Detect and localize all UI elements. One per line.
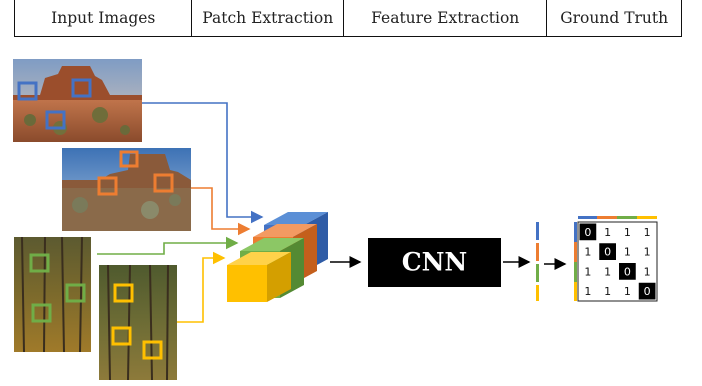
matrix-cell-value: 1 [624, 226, 631, 239]
matrix-cell-value: 0 [604, 246, 611, 259]
patch-blue-2 [71, 78, 92, 98]
patch-green-2 [65, 283, 86, 303]
matrix-top-bar-yellow [637, 216, 657, 219]
patch-yellow-3 [142, 340, 163, 360]
matrix-cell-value: 1 [584, 265, 591, 278]
matrix-side-bar-yellow [574, 282, 577, 301]
feature-cube-yellow [227, 252, 291, 302]
feature-bar-yellow [536, 285, 539, 301]
feature-bar-green [536, 264, 539, 282]
matrix-cell-value: 1 [624, 285, 631, 298]
patch-orange-1 [119, 150, 139, 168]
matrix-diagonal-cell [579, 223, 597, 241]
patch-green-1 [29, 253, 50, 273]
patch-orange-3 [153, 173, 174, 193]
matrix-top-bar-green [617, 216, 637, 219]
cnn-box [368, 238, 501, 287]
matrix-cell-value: 1 [644, 246, 651, 259]
forest-photo-1 [14, 236, 91, 353]
matrix-side-bar-blue [574, 222, 577, 242]
matrix-cell-value: 1 [604, 285, 611, 298]
patch-blue-3 [45, 110, 66, 130]
matrix-cell-value: 1 [604, 226, 611, 239]
matrix-side-bar-green [574, 262, 577, 282]
feature-bar-orange [536, 243, 539, 261]
matrix-cell-value: 0 [584, 226, 591, 239]
header-ground-truth: Ground Truth [560, 9, 669, 27]
matrix-top-bar-orange [597, 216, 617, 219]
matrix-cell-value: 1 [644, 226, 651, 239]
header-input-images: Input Images [15, 0, 193, 36]
matrix-cell-value: 1 [644, 265, 651, 278]
matrix-top-bar-blue [578, 216, 597, 219]
desert-mesa-photo [62, 148, 191, 231]
matrix-cell-value: 0 [624, 265, 631, 278]
arrow-yellow [177, 251, 226, 323]
cnn-label: CNN [402, 248, 468, 277]
matrix-diagonal-cell [619, 263, 636, 280]
patch-blue-1 [17, 81, 38, 101]
matrix-side-bar-orange [574, 242, 577, 262]
feature-vector [536, 222, 539, 301]
header-table: Input Images Patch Extraction Feature Ex… [14, 0, 682, 37]
matrix-cell-value: 0 [644, 285, 651, 298]
desert-butte-photo [13, 59, 142, 142]
matrix-cell-value: 1 [584, 285, 591, 298]
arrow-blue [142, 102, 264, 224]
patch-yellow-1 [113, 283, 134, 303]
patch-green-3 [31, 303, 52, 323]
patch-orange-2 [97, 176, 118, 196]
matrix-cell-value: 1 [584, 246, 591, 259]
arrow-green [97, 236, 239, 255]
feature-bar-blue [536, 222, 539, 240]
matrix-diagonal-cell [599, 243, 616, 260]
matrix-diagonal-cell [638, 282, 656, 300]
header-feature-extraction: Feature Extraction [344, 0, 548, 36]
forest-photo-2 [99, 264, 177, 381]
matrix-cell-value: 1 [604, 265, 611, 278]
patch-yellow-2 [111, 326, 132, 346]
header-patch-extraction: Patch Extraction [192, 0, 345, 36]
matrix-cell-value: 1 [624, 246, 631, 259]
arrow-orange [191, 187, 251, 236]
